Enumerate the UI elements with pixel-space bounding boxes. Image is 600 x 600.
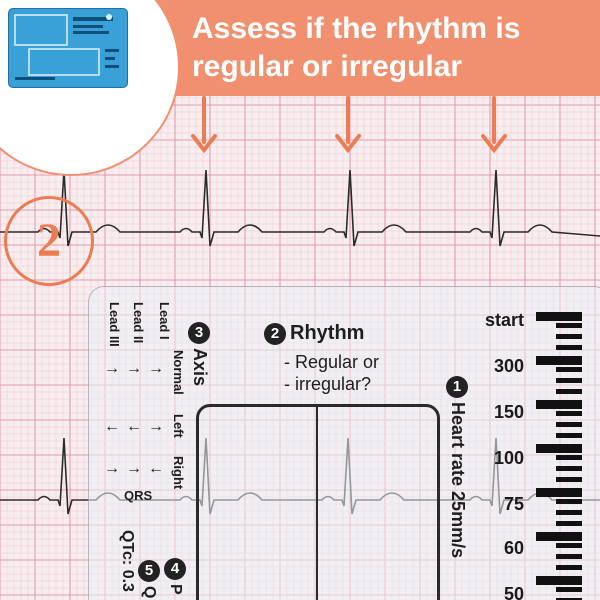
scale-label-300: 300 — [493, 356, 524, 376]
step-marker: 2 — [4, 196, 94, 286]
step-number: 2 — [37, 214, 61, 267]
scale-tick — [556, 433, 582, 438]
ruler-thumbnail-detail — [14, 14, 119, 80]
step-badge: 2 — [264, 322, 286, 345]
qrs-label: QRS — [124, 488, 153, 503]
axis-left-label: Left — [171, 414, 186, 438]
axis-normal-label: Normal — [171, 350, 186, 395]
qtc-label: QTc: 0.3 — [119, 530, 136, 592]
scale-label-50: 50 — [503, 584, 524, 600]
scale-tick — [556, 455, 582, 460]
ruler-window — [196, 404, 440, 600]
step-4-label: 4P — [164, 558, 186, 595]
lead-3-label: Lead III — [107, 302, 122, 347]
step-badge: 5 — [138, 560, 160, 582]
heart-rate-text: Heart rate 25mm/s — [448, 402, 468, 559]
axis-left-arrows: ←←→ — [104, 418, 170, 435]
scale-tick — [556, 477, 582, 482]
rhythm-line-1: - Regular or — [284, 352, 380, 372]
scale-tick — [556, 587, 582, 592]
step-badge: 1 — [445, 376, 468, 398]
step-5-text: Q — [140, 586, 158, 599]
scale-tick — [536, 532, 582, 541]
scale-tick — [556, 554, 582, 559]
lead-1-label: Lead I — [157, 302, 172, 340]
axis-right-arrows: →→← — [104, 460, 170, 477]
scale-tick — [556, 543, 582, 548]
scale-tick — [556, 598, 582, 600]
ruler-thumbnail-image — [8, 8, 128, 88]
scale-tick — [536, 400, 582, 409]
ecg-trace-upper — [0, 169, 600, 247]
scale-tick — [536, 312, 582, 321]
header-banner — [150, 0, 600, 96]
scale-tick — [556, 323, 582, 328]
scale-tick — [556, 510, 582, 515]
scale-label-75: 75 — [503, 494, 524, 514]
step-4-text: P — [166, 584, 184, 595]
rhythm-line-2: - irregular? — [284, 374, 372, 394]
scale-tick — [536, 356, 582, 365]
scale-tick — [536, 576, 582, 585]
scale-tick — [536, 488, 582, 497]
scale-label-100: 100 — [493, 448, 524, 468]
lead-2-label: Lead II — [131, 302, 146, 344]
axis-right-label: Right — [171, 456, 186, 490]
rhythm-heading-text: Rhythm — [290, 322, 365, 344]
banner-line-2: regular or irregular — [192, 50, 463, 83]
step-badge: 4 — [164, 558, 186, 580]
scale-label-60: 60 — [503, 538, 524, 558]
scale-tick — [556, 422, 582, 427]
axis-heading: 3Axis — [187, 322, 210, 387]
banner-title: Assess if the rhythm is regular or irreg… — [192, 10, 592, 86]
scale-tick — [556, 565, 582, 570]
ecg-ruler — [88, 286, 600, 600]
scale-tick — [556, 499, 582, 504]
axis-normal-arrows: →→→ — [104, 360, 170, 377]
scale-tick — [556, 345, 582, 350]
scale-tick — [556, 466, 582, 471]
axis-heading-text: Axis — [190, 348, 210, 387]
step-badge: 3 — [187, 322, 210, 344]
scale-tick — [556, 334, 582, 339]
scale-label-start: start — [484, 310, 524, 330]
banner-line-1: Assess if the rhythm is — [192, 12, 521, 45]
scale-tick — [556, 378, 582, 383]
scale-tick — [536, 444, 582, 453]
scale-label-150: 150 — [493, 402, 524, 422]
ruler-window-divider — [316, 404, 318, 600]
scale-tick — [556, 411, 582, 416]
scale-tick — [556, 367, 582, 372]
scale-tick — [556, 521, 582, 526]
step-5-label: 5Q — [138, 560, 160, 598]
scale-tick — [556, 389, 582, 394]
